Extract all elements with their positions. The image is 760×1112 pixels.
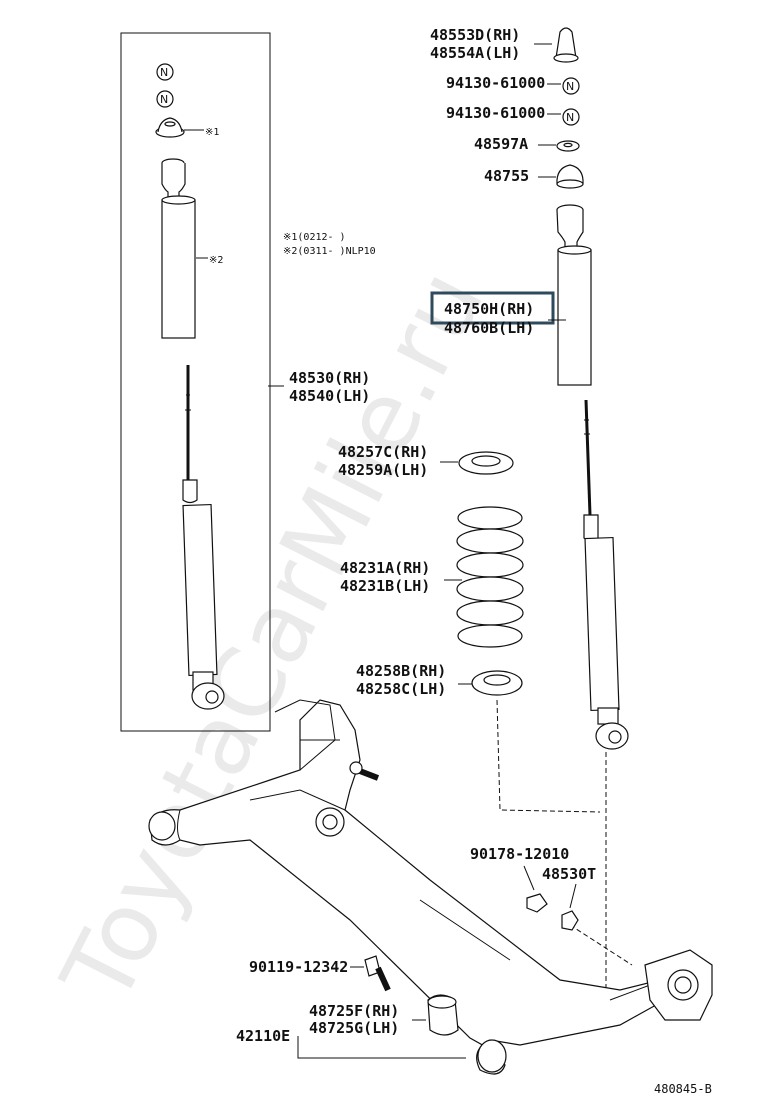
label-48257c[interactable]: 48257C(RH) xyxy=(338,443,428,461)
rear-axle-beam[interactable] xyxy=(148,699,666,1075)
nut-94130-a[interactable]: N xyxy=(562,77,580,95)
bushing-48725[interactable] xyxy=(427,994,459,1036)
nut-90178[interactable] xyxy=(526,893,548,913)
svg-text:N: N xyxy=(566,111,574,124)
label-48530t[interactable]: 48530T xyxy=(542,865,596,883)
hub-carrier-right[interactable] xyxy=(644,949,713,1021)
bump-stopper-left[interactable] xyxy=(161,158,186,201)
bolt-90119[interactable] xyxy=(364,955,391,992)
label-94130-a[interactable]: 94130-61000 xyxy=(446,74,545,92)
label-48760b[interactable]: 48760B(LH) xyxy=(444,319,534,337)
nut-48530t[interactable] xyxy=(561,910,579,931)
label-48597a[interactable]: 48597A xyxy=(474,135,528,153)
dust-cover-left[interactable] xyxy=(161,195,196,339)
label-48258b[interactable]: 48258B(RH) xyxy=(356,662,446,680)
mark-2: ※2 xyxy=(209,255,223,266)
label-48231b[interactable]: 48231B(LH) xyxy=(340,577,430,595)
label-48553d[interactable]: 48553D(RH) xyxy=(430,26,520,44)
nut-n-1[interactable]: N xyxy=(156,63,174,81)
svg-text:N: N xyxy=(160,93,168,106)
label-48540[interactable]: 48540(LH) xyxy=(289,387,370,405)
dust-cover-right[interactable] xyxy=(556,204,592,386)
label-48755[interactable]: 48755 xyxy=(484,167,529,185)
label-94130-b[interactable]: 94130-61000 xyxy=(446,104,545,122)
label-48231a[interactable]: 48231A(RH) xyxy=(340,559,430,577)
label-48725g[interactable]: 48725G(LH) xyxy=(309,1019,399,1037)
label-90119[interactable]: 90119-12342 xyxy=(249,958,348,976)
label-48750h[interactable]: 48750H(RH) xyxy=(444,300,534,318)
label-48554a[interactable]: 48554A(LH) xyxy=(430,44,520,62)
label-42110e[interactable]: 42110E xyxy=(236,1027,290,1045)
diagram-code: 480845-B xyxy=(654,1082,712,1096)
note-2: ※2(0311- )NLP10 xyxy=(283,246,376,257)
highlight-box xyxy=(430,291,555,325)
svg-text:N: N xyxy=(160,66,168,79)
nut-n-2[interactable]: N xyxy=(156,90,174,108)
washer-48597a[interactable] xyxy=(556,140,580,152)
mark-1: ※1 xyxy=(205,127,219,138)
stud-bolt-left[interactable] xyxy=(349,761,380,781)
upper-spring-insulator[interactable] xyxy=(458,451,514,475)
note-1: ※1(0212- ) xyxy=(283,232,346,243)
label-90178[interactable]: 90178-12010 xyxy=(470,845,569,863)
label-48258c[interactable]: 48258C(LH) xyxy=(356,680,446,698)
label-48725f[interactable]: 48725F(RH) xyxy=(309,1002,399,1020)
svg-text:N: N xyxy=(566,80,574,93)
shock-absorber-left[interactable] xyxy=(182,365,225,710)
coil-spring[interactable] xyxy=(456,506,524,648)
label-48530[interactable]: 48530(RH) xyxy=(289,369,370,387)
option-box xyxy=(120,32,271,732)
shock-absorber-right[interactable] xyxy=(583,399,629,750)
lower-spring-insulator[interactable] xyxy=(471,670,523,696)
support-48755[interactable] xyxy=(556,164,584,189)
bound-stopper-cap[interactable] xyxy=(553,27,579,63)
nut-94130-b[interactable]: N xyxy=(562,108,580,126)
label-48259a[interactable]: 48259A(LH) xyxy=(338,461,428,479)
upper-mount-left[interactable] xyxy=(155,117,185,138)
